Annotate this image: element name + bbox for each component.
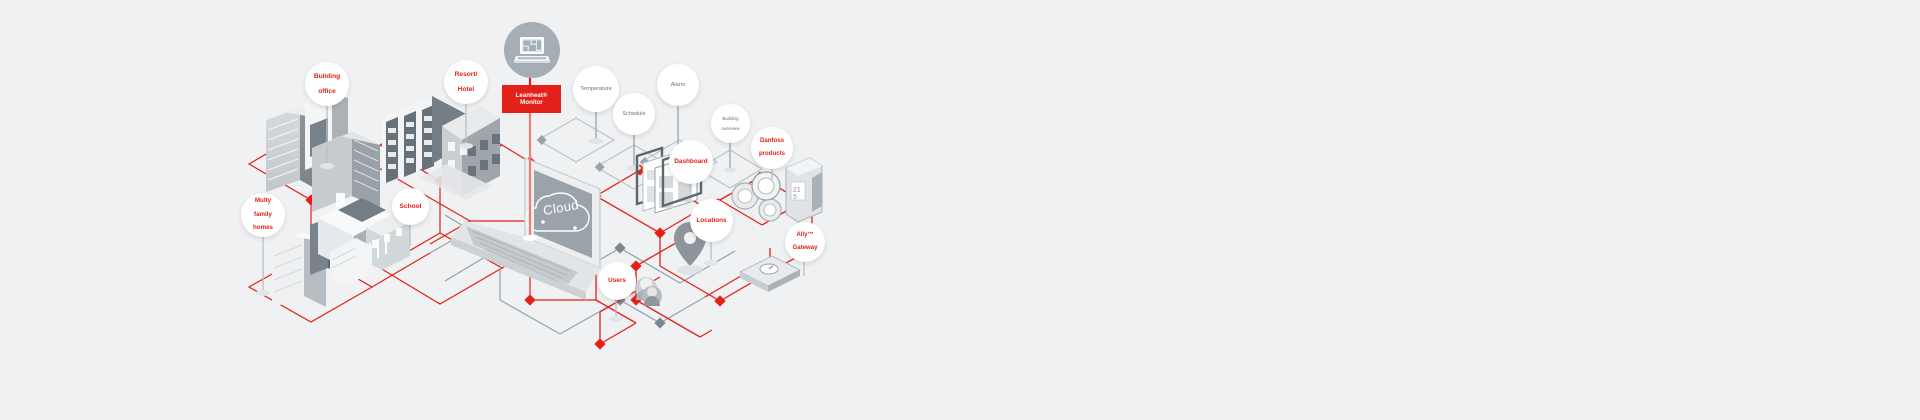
- building-overview-line2: overview: [721, 126, 740, 132]
- users-label: Users: [608, 277, 626, 285]
- bubble-school[interactable]: School: [392, 188, 429, 225]
- ally-gateway-line1: Ally™: [796, 230, 814, 238]
- bubble-stem-discs: [256, 143, 718, 322]
- bubble-ally-gateway[interactable]: Ally™ Gateway: [785, 222, 825, 262]
- danfoss-products-line1: Danfoss: [759, 136, 785, 144]
- leanheat-monitor-line1: Leanheat®: [515, 91, 548, 99]
- schedule-label: Schedule: [622, 110, 646, 117]
- laptop-icon: [504, 22, 560, 78]
- bubble-dashboard[interactable]: Dashboard: [669, 140, 713, 184]
- gateway-device-icon: [738, 255, 802, 292]
- bubble-users[interactable]: Users: [598, 262, 636, 300]
- bubble-locations[interactable]: Locations: [690, 199, 733, 242]
- thermostat-dial-icon: 215: [731, 157, 823, 223]
- multy-family-line3: homes: [253, 224, 273, 232]
- bubble-schedule[interactable]: Schedule: [613, 93, 655, 135]
- laptop-glyph: [514, 37, 550, 63]
- alarm-label: Alarm: [670, 81, 686, 88]
- dashboard-label: Dashboard: [674, 158, 708, 166]
- user-avatars-icon: [635, 277, 662, 306]
- hotel-building-icon: [382, 96, 500, 200]
- office-tower-icon: [266, 90, 380, 212]
- cloud-laptop-icon: [451, 157, 601, 300]
- ally-gateway-line2: Gateway: [792, 244, 818, 252]
- bubble-multy-family-homes[interactable]: Multy family homes: [241, 193, 285, 237]
- leanheat-stem: [523, 70, 537, 241]
- svg-text:21: 21: [793, 187, 801, 194]
- building-office-line1: Building: [313, 72, 341, 80]
- building-overview-line1: Building: [722, 115, 739, 121]
- bubble-temperature[interactable]: Temperature: [573, 66, 619, 112]
- resort-hotel-line1: Resort/: [454, 70, 478, 78]
- bubble-building-office[interactable]: Building office: [305, 62, 349, 106]
- temperature-label: Temperature: [580, 85, 612, 92]
- building-office-line2: office: [318, 87, 336, 95]
- bubble-danfoss-products[interactable]: Danfoss products: [751, 127, 793, 169]
- map-pin-icon: [674, 222, 706, 275]
- svg-text:5: 5: [793, 194, 797, 201]
- school-building-icon: [318, 198, 410, 286]
- bubble-resort-hotel[interactable]: Resort/ Hotel: [444, 60, 488, 104]
- locations-label: Locations: [696, 216, 727, 224]
- bubble-building-overview[interactable]: Building overview: [711, 104, 750, 143]
- school-label: School: [399, 202, 422, 210]
- leanheat-monitor-line2: Monitor: [520, 99, 543, 106]
- bubble-alarm[interactable]: Alarm: [657, 64, 699, 106]
- resort-hotel-line2: Hotel: [457, 85, 475, 93]
- multy-family-line1: Multy: [254, 196, 272, 204]
- leanheat-monitor-label[interactable]: Leanheat® Monitor: [502, 85, 561, 113]
- danfoss-products-line2: products: [758, 150, 786, 158]
- multy-family-line2: family: [254, 210, 272, 218]
